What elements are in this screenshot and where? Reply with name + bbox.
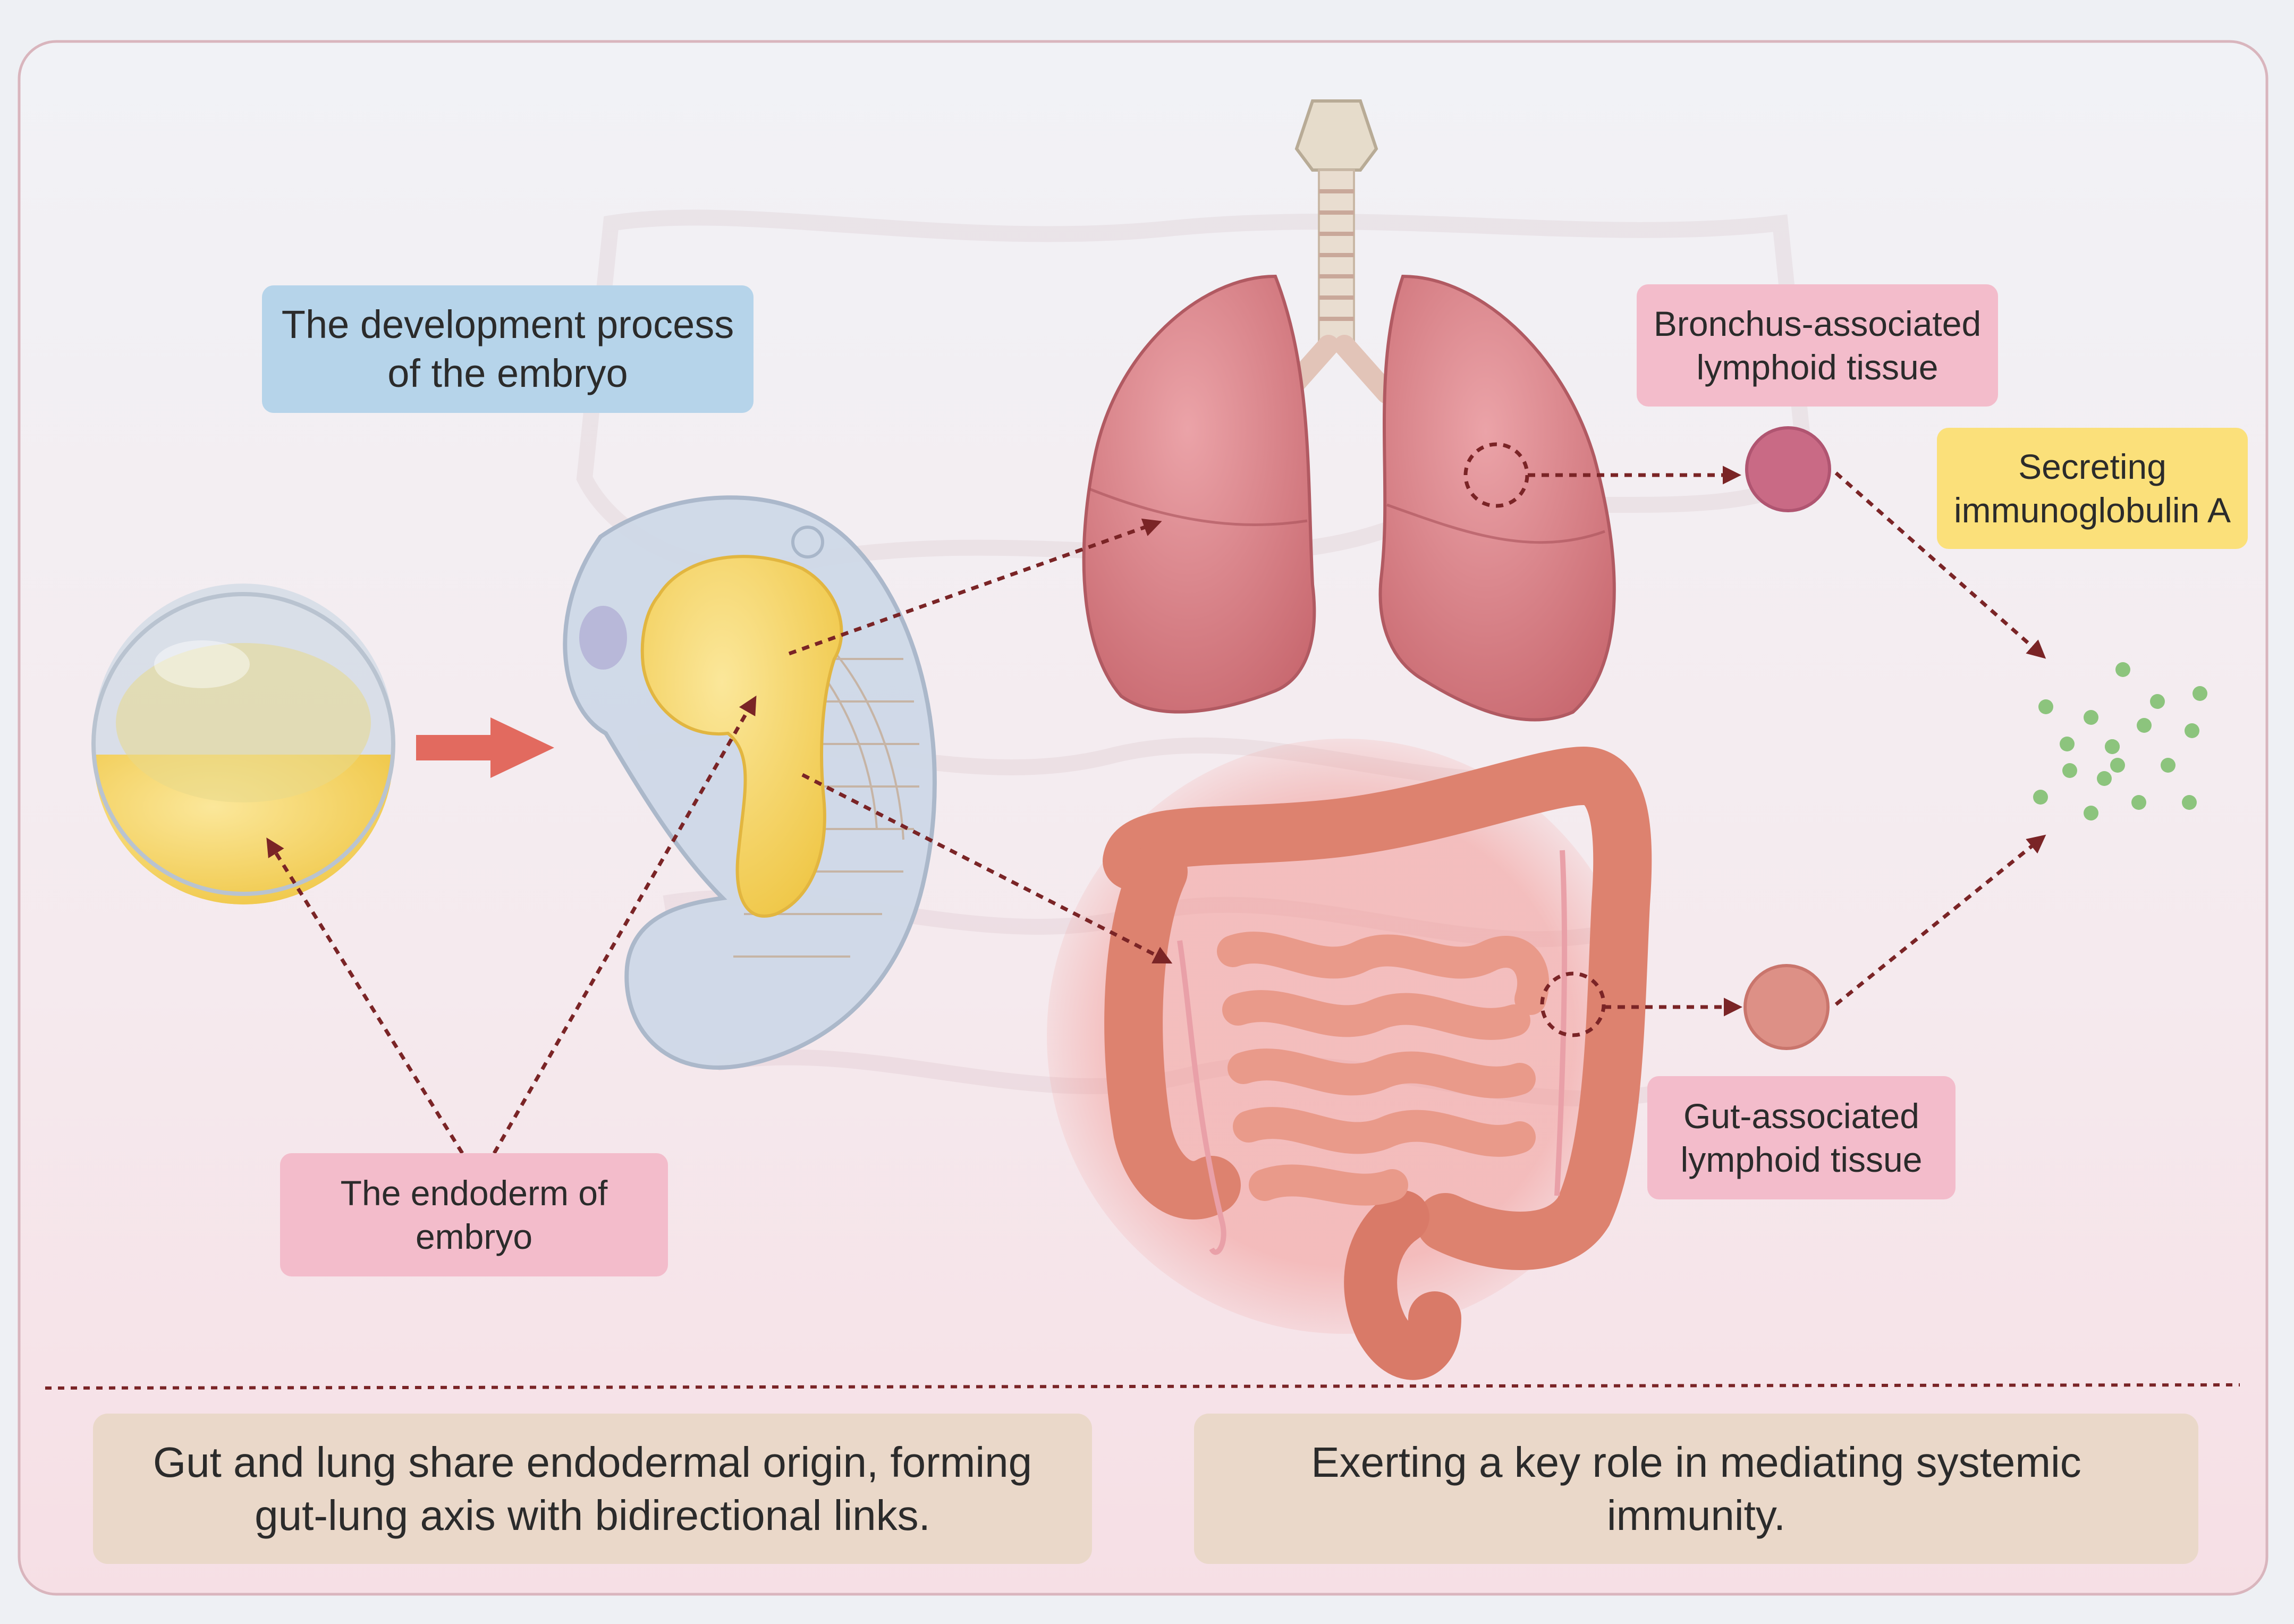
antibody-particles-icon xyxy=(2033,662,2207,821)
embryo-development-text: The development process of the embryo xyxy=(281,302,734,396)
iga-text: Secreting immunoglobulin A xyxy=(1954,446,2231,530)
iga-label: Secreting immunoglobulin A xyxy=(1937,428,2248,549)
summary-right-text: Exerting a key role in mediating systemi… xyxy=(1311,1438,2081,1539)
galt-lymph-node-icon xyxy=(1743,964,1830,1050)
endoderm-text: The endoderm of embryo xyxy=(340,1173,608,1257)
arrow-embryo-to-lung xyxy=(788,518,1162,656)
balt-label: Bronchus-associated lymphoid tissue xyxy=(1637,284,1998,407)
lungs-icon xyxy=(1082,274,1616,722)
arrow-endoderm-to-blastocyst xyxy=(266,838,464,1154)
embryo-icon xyxy=(563,495,937,1070)
blastocyst-icon xyxy=(91,583,395,904)
galt-label: Gut-associated lymphoid tissue xyxy=(1647,1076,1956,1199)
balt-lymph-node-icon xyxy=(1745,426,1831,512)
gut-lymphoid-site xyxy=(1540,971,1606,1037)
arrow-galt-to-iga xyxy=(1834,834,2046,1006)
section-divider xyxy=(45,1383,2240,1390)
summary-left-box: Gut and lung share endodermal origin, fo… xyxy=(93,1414,1092,1564)
arrow-endoderm-to-embryo xyxy=(492,695,757,1154)
arrow-balt-to-iga xyxy=(1834,471,2046,659)
intestine-icon xyxy=(1047,739,1652,1380)
endoderm-label: The endoderm of embryo xyxy=(280,1153,668,1276)
embryo-development-label: The development process of the embryo xyxy=(262,285,754,413)
galt-text: Gut-associated lymphoid tissue xyxy=(1680,1096,1923,1180)
summary-right-box: Exerting a key role in mediating systemi… xyxy=(1194,1414,2198,1564)
connector-arrows xyxy=(266,466,2046,1154)
lung-lymphoid-site xyxy=(1463,442,1529,508)
balt-text: Bronchus-associated lymphoid tissue xyxy=(1653,303,1982,387)
progress-arrow xyxy=(416,717,554,778)
summary-left-text: Gut and lung share endodermal origin, fo… xyxy=(153,1438,1032,1539)
